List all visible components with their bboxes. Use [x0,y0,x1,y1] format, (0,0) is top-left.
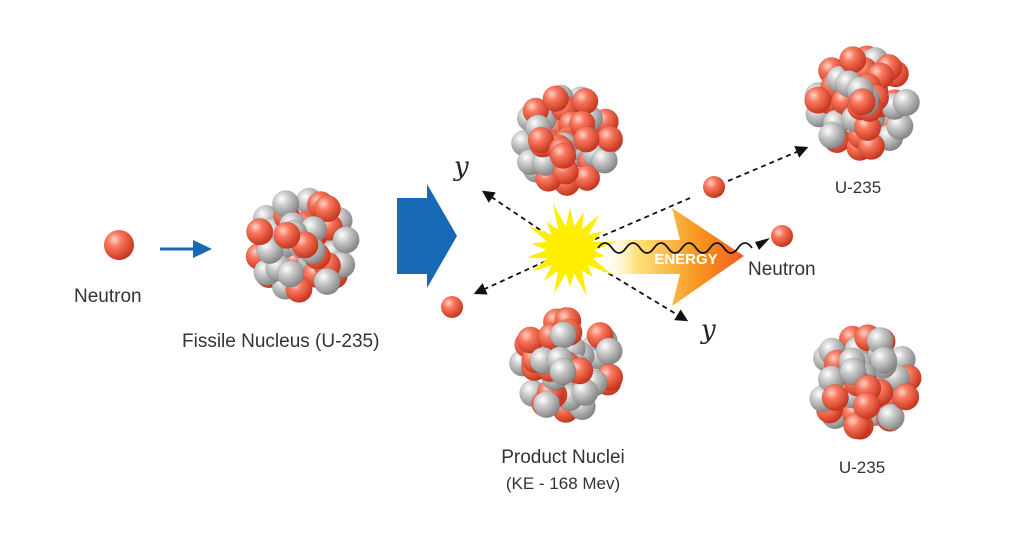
proton-particle [332,226,360,254]
product-nucleus-bottom [509,307,624,423]
proton-particle [549,357,577,386]
proton-particle [313,195,341,223]
incoming-arrow [160,240,212,258]
gamma-symbol-bottom: y [701,315,716,345]
u235-nucleus-bottom [809,324,922,440]
emitted-neutron-right [771,225,793,247]
proton-particle [246,218,274,246]
energy-wave-head [755,238,770,250]
energy-wave [597,242,753,254]
neutron-out-label: Neutron [748,259,816,280]
proton-particle [596,125,623,153]
neutron-particle [821,383,849,412]
proton-particle [277,260,305,288]
proton-particle [892,88,920,116]
neutron-particle [877,403,905,431]
neutron-particle [870,346,898,374]
process-arrow [397,184,457,288]
proton-particle [839,46,867,74]
neutron-particle [549,321,577,349]
neutron-particle [542,85,569,112]
u235-bottom-label: U-235 [838,458,886,477]
energy-label: ENERGY [654,251,717,268]
neutron-particle [595,337,623,365]
neutron-particle [804,86,832,114]
neutron-particle [573,126,600,153]
fissile-isotope: (U-235) [315,331,380,352]
neutron-particle [892,383,920,411]
proton-particle [549,142,577,169]
gamma-symbol-top: y [454,152,469,182]
incoming-neutron [104,230,134,260]
neutron-particle [848,88,876,116]
fission-flash [526,203,619,297]
neutron-particle [533,390,561,418]
neutron-arrow-to-u235 [727,146,809,182]
u235-top-label: U-235 [834,178,882,197]
proton-particle [853,392,881,420]
neutron-particle [273,221,301,249]
emitted-neutron-left [441,296,463,318]
neutron-particle [818,122,846,150]
product-ke-label: (KE - 168 Mev) [505,474,621,493]
proton-particle [572,88,599,115]
u235-nucleus-top [804,45,920,161]
product-nuclei-label: Product Nuclei [501,447,625,468]
product-nucleus-top [511,84,623,196]
fissile-label: Fissile Nucleus (U-235) [182,331,379,353]
fissile-name: Fissile Nucleus [182,331,310,352]
proton-particle [313,267,341,296]
emitted-neutron-upper [703,176,725,198]
neutron-in-label: Neutron [74,286,142,307]
energy-arrow [600,208,744,306]
fissile-nucleus [245,187,360,303]
